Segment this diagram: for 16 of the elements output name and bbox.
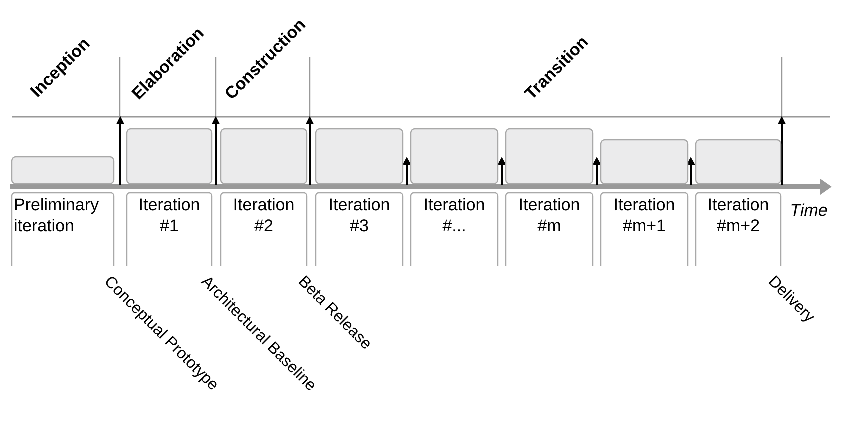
iteration-column: Iteration #3: [315, 128, 404, 266]
iteration-column: Iteration #m+1: [600, 139, 689, 266]
node-label: Iteration #2: [234, 198, 294, 232]
node-label: Preliminary iteration: [15, 198, 99, 232]
node-label: Iteration #m+2: [709, 198, 768, 232]
iteration-column: Preliminary iteration: [11, 156, 115, 266]
node-label: Iteration #m: [520, 198, 580, 232]
node-label: Iteration #m+1: [615, 198, 674, 232]
iteration-column: Iteration #m+2: [695, 139, 782, 266]
node-label: Iteration #...: [425, 198, 484, 232]
node-label: Iteration #3: [330, 198, 390, 232]
node-label: Iteration #1: [140, 198, 200, 232]
iteration-column: Iteration #2: [220, 128, 308, 266]
iteration-column: Iteration #1: [126, 128, 213, 266]
iteration-column: Iteration #m: [505, 128, 594, 266]
iteration-column: Iteration #...: [410, 128, 499, 266]
